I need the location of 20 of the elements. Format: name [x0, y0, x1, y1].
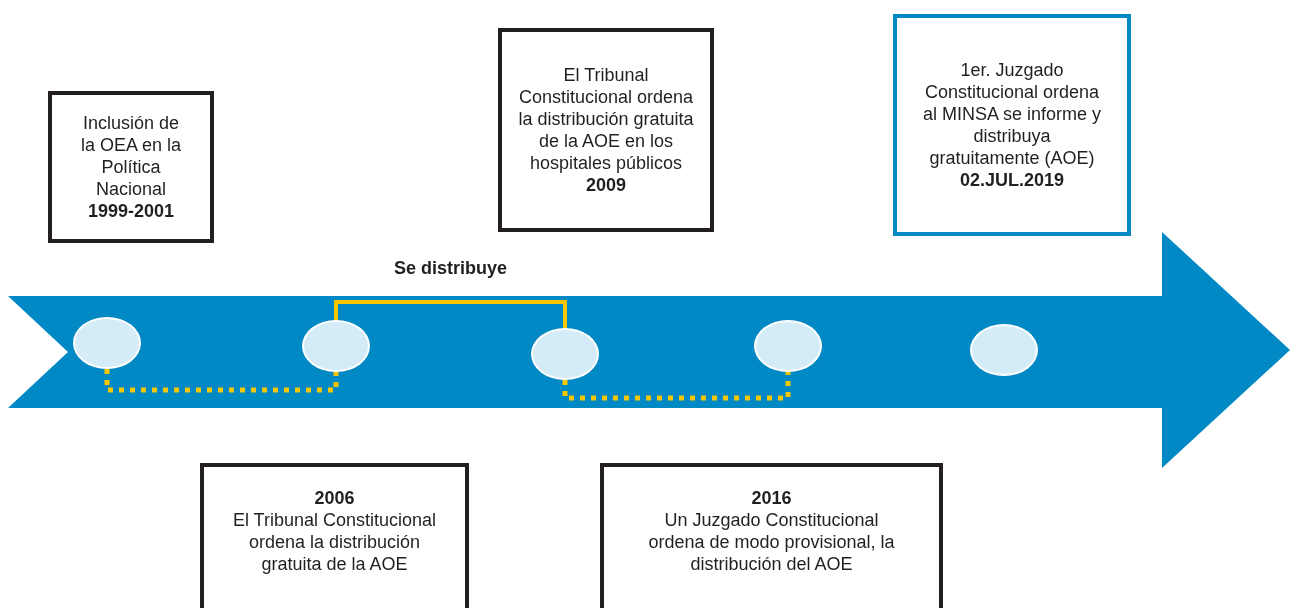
- event-description: 1er. Juzgado Constitucional ordena al MINSA se informe y distribuya gratuitamente (AOE): [921, 59, 1103, 169]
- date-label: 1999-2001: [87, 200, 175, 222]
- date-label: 2009: [585, 174, 626, 196]
- edge-label: Se distribuye: [394, 258, 507, 279]
- event-description: Un Juzgado Constitucional ordena de modo provisional, la distribución del AOE: [647, 509, 896, 575]
- event-box: [498, 28, 714, 232]
- event-description: Inclusión de la OEA en la Política Nacional: [79, 112, 183, 200]
- connector-line: [334, 300, 567, 328]
- date-label: 2016: [751, 487, 792, 509]
- event-box: [48, 91, 214, 243]
- connector-line: [562, 372, 791, 401]
- event-box: [600, 463, 943, 608]
- event-description: El Tribunal Constitucional ordena la distribución gratuita de la AOE en los hospitales públicos: [517, 64, 695, 174]
- event-description: El Tribunal Constitucional ordena la distribución gratuita de la AOE: [231, 509, 438, 575]
- timeline-arrow: [8, 232, 1290, 468]
- connector-line: [104, 369, 339, 393]
- event-box: [893, 14, 1131, 236]
- date-label: 2006: [314, 487, 355, 509]
- event-box: [200, 463, 469, 608]
- date-label: 02.JUL.2019: [959, 169, 1065, 191]
